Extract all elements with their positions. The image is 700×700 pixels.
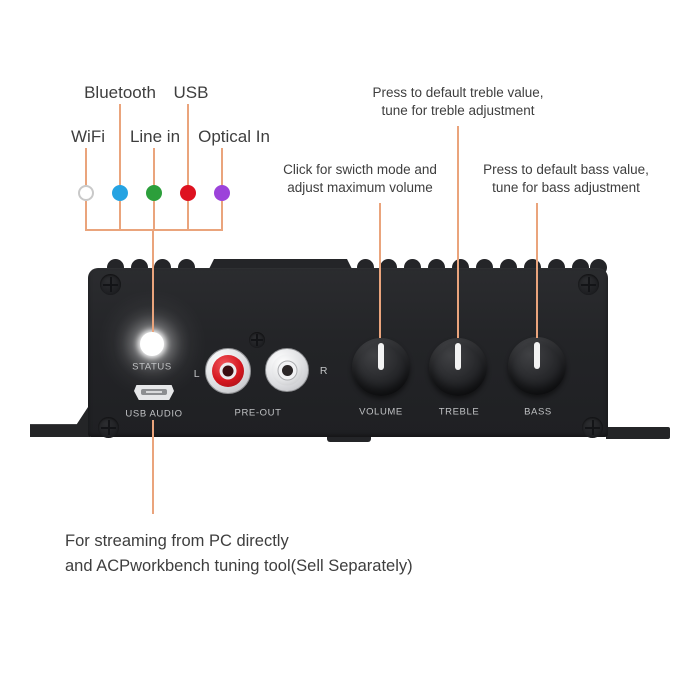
usb-audio-note: For streaming from PC directly and ACPwo… — [65, 529, 413, 579]
usb-audio-note-line1: For streaming from PC directly — [65, 532, 289, 550]
optical-in-bracket-stem — [221, 201, 223, 231]
treble-note-line1: Press to default treble value, — [372, 85, 544, 100]
wifi-callout-line — [85, 148, 87, 186]
treble-knob-indicator — [455, 343, 461, 370]
status-led — [140, 332, 164, 356]
mounting-flange-right — [606, 427, 670, 439]
line-in-bracket-stem — [153, 201, 155, 231]
line-in-status-dot — [146, 185, 162, 201]
treble-label: TREBLE — [438, 406, 480, 418]
usb-status-dot — [180, 185, 196, 201]
treble-knob — [429, 338, 487, 396]
bass-note-line1: Press to default bass value, — [483, 162, 649, 177]
bass-callout-line — [536, 203, 538, 338]
bluetooth-status-dot — [112, 185, 128, 201]
line-in-label: Line in — [129, 127, 181, 146]
usb-callout-line — [187, 104, 189, 186]
chassis-bottom-tab — [327, 435, 371, 442]
bluetooth-bracket-stem — [119, 201, 121, 231]
volume-label: VOLUME — [359, 406, 403, 418]
rca-jack-right — [265, 348, 309, 392]
wifi-bracket-stem — [85, 201, 87, 231]
right-channel-label: R — [319, 365, 329, 377]
usb-label: USB — [173, 83, 209, 102]
screw-pre-out — [249, 332, 265, 348]
usb-audio-label: USB AUDIO — [125, 408, 183, 420]
pre-out-label: PRE-OUT — [234, 407, 282, 419]
wifi-label: WiFi — [71, 127, 105, 146]
treble-callout-line — [457, 126, 459, 338]
treble-note: Press to default treble value, tune for … — [372, 84, 543, 120]
bass-knob — [508, 337, 566, 395]
bass-knob-indicator — [534, 342, 540, 369]
left-channel-label: L — [193, 368, 201, 380]
status-label: STATUS — [132, 361, 172, 373]
volume-note-line2: adjust maximum volume — [287, 180, 433, 195]
usb-audio-note-line2: and ACPworkbench tuning tool(Sell Separa… — [65, 557, 413, 575]
micro-usb-port — [134, 385, 174, 400]
optical-in-label: Optical In — [198, 127, 270, 146]
mounting-flange-left — [30, 404, 90, 437]
optical-in-status-dot — [214, 185, 230, 201]
screw-bottom-right — [582, 417, 603, 438]
screw-bottom-left — [98, 417, 119, 438]
volume-note-line1: Click for swicth mode and — [283, 162, 437, 177]
line-in-callout-line — [153, 148, 155, 186]
volume-knob-indicator — [378, 343, 384, 370]
volume-callout-line — [379, 203, 381, 338]
wifi-status-dot — [78, 185, 94, 201]
optical-in-callout-line — [221, 148, 223, 186]
usb-bracket-stem — [187, 201, 189, 231]
volume-knob — [352, 338, 410, 396]
status-led-callout-line — [152, 231, 154, 332]
usb-audio-callout-line — [152, 420, 154, 514]
volume-note: Click for swicth mode and adjust maximum… — [283, 161, 437, 197]
rca-jack-left — [205, 348, 251, 394]
screw-top-right — [578, 274, 599, 295]
screw-top-left — [100, 274, 121, 295]
treble-note-line2: tune for treble adjustment — [381, 103, 535, 118]
bluetooth-callout-line — [119, 104, 121, 186]
bass-note: Press to default bass value, tune for ba… — [483, 161, 649, 197]
bass-label: BASS — [524, 406, 552, 418]
legend-bracket-line — [85, 229, 223, 231]
bluetooth-label: Bluetooth — [84, 83, 156, 102]
bass-note-line2: tune for bass adjustment — [492, 180, 640, 195]
usb-slot — [141, 389, 167, 395]
